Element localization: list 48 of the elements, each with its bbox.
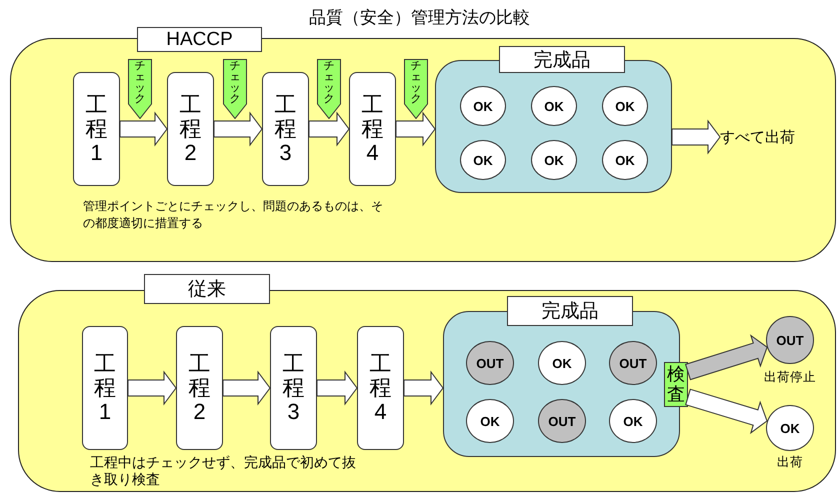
process-box: 工程4 — [349, 72, 396, 186]
process-box: 工程4 — [357, 326, 404, 450]
block-arrow — [128, 370, 177, 406]
process-box: 工程1 — [82, 326, 128, 450]
note-text: 工程中はチェックせず、完成品で初めて抜き取り検査 — [90, 454, 357, 489]
heading-tab: 従来 — [144, 274, 270, 304]
check-tag: チェック — [317, 59, 341, 119]
product-circle: OK — [538, 341, 586, 385]
block-arrow — [672, 120, 721, 154]
process-box: 工程1 — [73, 72, 120, 186]
block-arrow — [214, 112, 263, 146]
product-circle: OK — [460, 86, 506, 126]
product-circle: OUT — [466, 341, 514, 385]
block-arrow — [685, 388, 768, 434]
product-circle: OK — [602, 140, 648, 180]
check-tag: チェック — [404, 59, 428, 119]
block-arrow — [222, 370, 271, 406]
product-circle: OK — [766, 405, 814, 451]
block-arrow — [308, 112, 350, 146]
block-arrow — [404, 370, 444, 406]
heading-tab: 完成品 — [499, 46, 625, 73]
check-tag: チェック — [223, 59, 247, 119]
caption-text: 出荷 — [776, 454, 804, 471]
process-box: 工程2 — [176, 326, 223, 450]
note-text: 管理ポイントごとにチェックし、問題のあるものは、その都度適切に措置する — [83, 198, 384, 232]
block-arrow — [120, 112, 168, 146]
heading-tab: 完成品 — [507, 296, 633, 326]
result-text: すべて出荷 — [720, 126, 812, 148]
heading-tab: HACCP — [137, 27, 262, 52]
title: 品質（安全）管理方法の比較 — [308, 7, 531, 29]
process-box: 工程3 — [270, 326, 317, 450]
caption-text: 出荷停止 — [763, 369, 817, 386]
product-circle: OK — [609, 399, 657, 443]
product-circle: OK — [531, 140, 577, 180]
product-circle: OUT — [609, 341, 657, 385]
product-circle: OUT — [766, 316, 814, 364]
product-circle: OK — [602, 86, 648, 126]
block-arrow — [396, 112, 436, 146]
product-circle: OUT — [538, 399, 586, 443]
inspection-tag: 検査 — [664, 362, 688, 407]
product-circle: OK — [460, 140, 506, 180]
block-arrow — [316, 370, 358, 406]
check-tag: チェック — [128, 59, 152, 119]
product-circle: OK — [531, 86, 577, 126]
block-arrow — [684, 334, 768, 380]
process-box: 工程2 — [167, 72, 214, 186]
process-box: 工程3 — [262, 72, 309, 186]
product-circle: OK — [466, 399, 514, 443]
